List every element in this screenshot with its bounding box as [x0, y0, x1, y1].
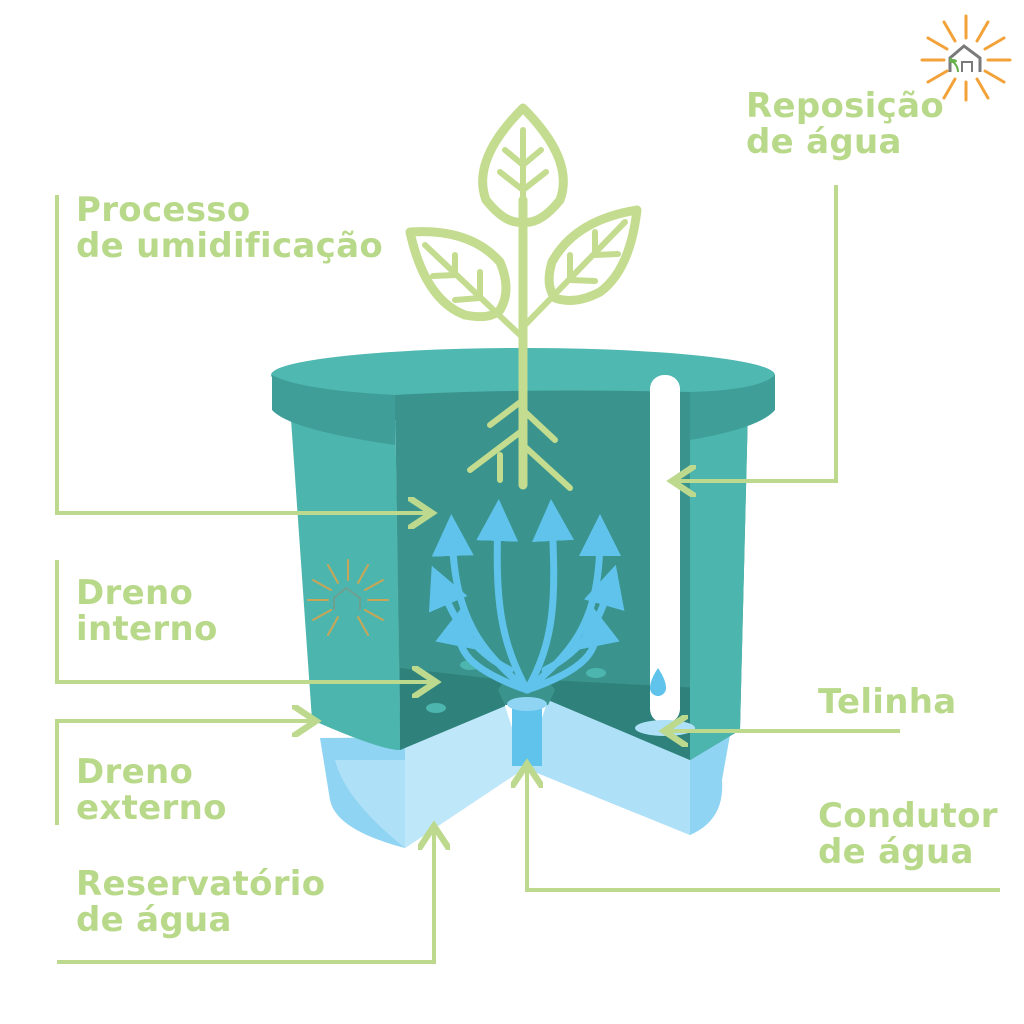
label-line: Dreno [76, 573, 194, 613]
water-reservoir [320, 700, 730, 848]
leader-reposicao [676, 185, 838, 481]
capillary-roots [428, 499, 625, 694]
plant [405, 103, 642, 491]
label-line: Condutor [818, 796, 998, 836]
label-line: de água [76, 900, 232, 940]
leader-umidificacao [55, 195, 428, 513]
label-dreno-interno: Dreno interno [76, 575, 218, 647]
leader-dreno-externo [55, 721, 312, 825]
label-line: Processo [76, 190, 251, 230]
label-telinha: Telinha [818, 684, 957, 720]
label-processo-de-umidificacao: Processo de umidificação [76, 192, 383, 264]
sunburst-logo-icon [920, 14, 1012, 102]
label-line: de água [818, 832, 974, 872]
leader-reservatorio [57, 830, 434, 964]
label-line: de umidificação [76, 226, 384, 266]
leader-dreno-interno [55, 560, 432, 682]
label-line: externo [76, 788, 227, 828]
watermark-logo-icon [307, 559, 389, 636]
label-dreno-externo: Dreno externo [76, 754, 227, 826]
label-line: de água [746, 122, 902, 162]
label-reservatorio-de-agua: Reservatório de água [76, 866, 325, 938]
label-condutor-de-agua: Condutor de água [818, 798, 998, 870]
label-line: Dreno [76, 752, 194, 792]
label-line: Telinha [818, 682, 957, 722]
label-line: Reservatório [76, 864, 326, 904]
leader-condutor [527, 768, 1000, 892]
leader-lines [55, 185, 1000, 964]
label-line: Reposição [746, 86, 944, 126]
label-line: interno [76, 609, 218, 649]
label-reposicao-de-agua: Reposição de água [746, 88, 944, 160]
